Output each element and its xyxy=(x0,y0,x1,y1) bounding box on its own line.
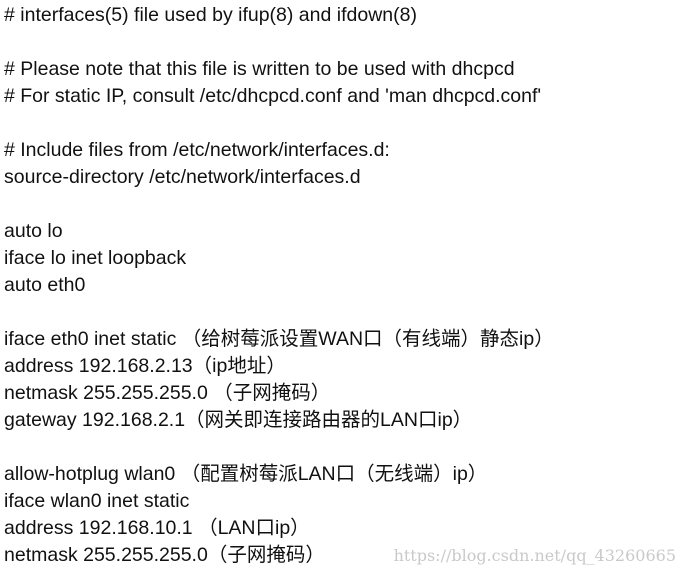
text-line xyxy=(4,434,686,461)
text-line: # interfaces(5) file used by ifup(8) and… xyxy=(4,4,417,26)
text-line: auto lo xyxy=(4,220,63,242)
text-line: address 192.168.10.1 （LAN口ip） xyxy=(4,517,310,539)
text-line: # For static IP, consult /etc/dhcpcd.con… xyxy=(4,85,542,107)
text-line xyxy=(4,110,686,137)
text-line: auto eth0 xyxy=(4,274,86,296)
text-line: # Include files from /etc/network/interf… xyxy=(4,139,390,161)
text-line xyxy=(4,29,686,56)
text-line: netmask 255.255.255.0（子网掩码） xyxy=(4,544,325,566)
text-line: # Please note that this file is written … xyxy=(4,58,515,80)
interfaces-file-text: # interfaces(5) file used by ifup(8) and… xyxy=(4,2,686,569)
text-line xyxy=(4,299,686,326)
text-line: address 192.168.2.13（ip地址） xyxy=(4,355,286,377)
text-line: netmask 255.255.255.0 （子网掩码） xyxy=(4,382,331,404)
text-line: iface eth0 inet static （给树莓派设置WAN口（有线端）静… xyxy=(4,328,554,350)
text-line: allow-hotplug wlan0 （配置树莓派LAN口（无线端）ip） xyxy=(4,463,488,485)
text-line xyxy=(4,191,686,218)
watermark: https://blog.csdn.net/qq_43260665 xyxy=(393,546,676,565)
text-line: gateway 192.168.2.1（网关即连接路由器的LAN口ip） xyxy=(4,409,473,431)
text-line: iface wlan0 inet static xyxy=(4,490,190,512)
text-line: iface lo inet loopback xyxy=(4,247,187,269)
text-line: source-directory /etc/network/interfaces… xyxy=(4,166,361,188)
